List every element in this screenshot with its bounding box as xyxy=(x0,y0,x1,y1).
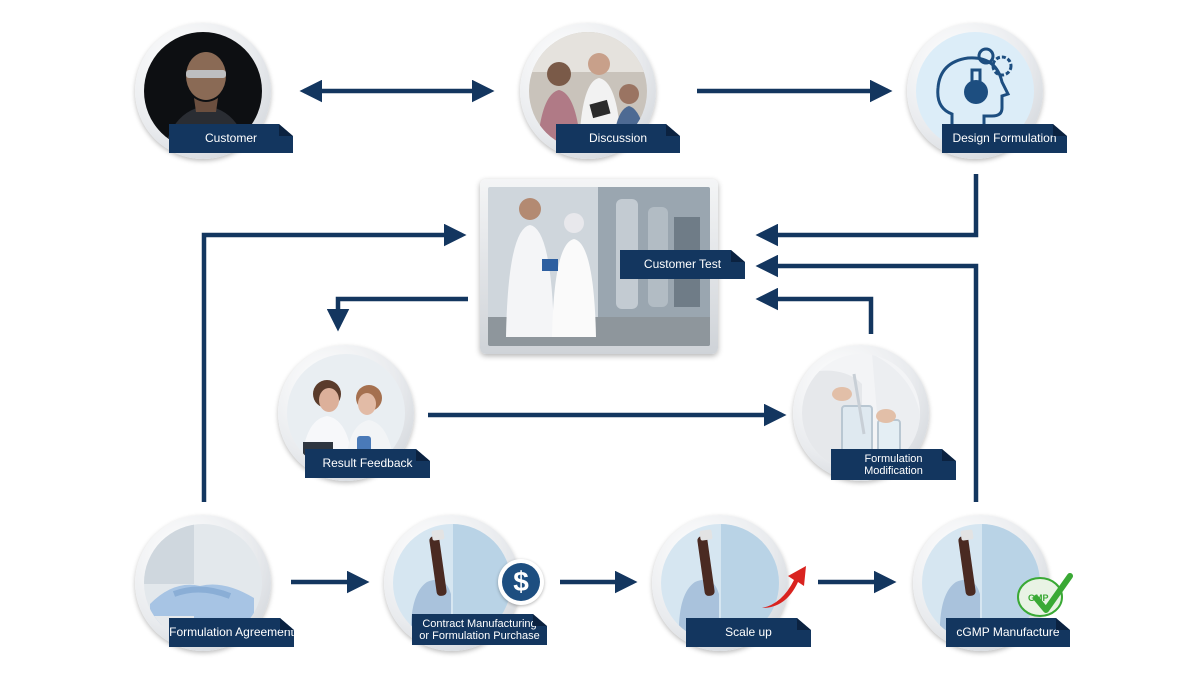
node-customer-test xyxy=(480,179,718,354)
arrow-agreement-test xyxy=(201,223,467,502)
arrow-modification-test xyxy=(755,287,874,334)
scale-up-arrow-icon xyxy=(762,566,806,608)
arrow-test-feedback xyxy=(326,296,468,332)
head-silhouette-icon xyxy=(936,56,1011,130)
label-discussion: Discussion xyxy=(556,124,680,153)
gmp-certified-seal-icon: GMP xyxy=(1017,573,1073,617)
arrow-design-test xyxy=(755,174,979,247)
label-result-feedback: Result Feedback xyxy=(305,449,430,478)
node-design xyxy=(907,23,1043,159)
dollar-coin-icon: $ xyxy=(498,559,544,605)
label-customer-test: Customer Test xyxy=(620,250,745,279)
label-design-formulation: Design Formulation xyxy=(942,124,1067,153)
label-formulation-agreement: Formulation Agreement xyxy=(169,618,294,647)
label-formulation-modification: Formulation Modification xyxy=(831,449,956,480)
arrow-cgmp-test xyxy=(755,254,979,502)
label-customer: Customer xyxy=(169,124,293,153)
label-contract-manufacturing: Contract Manufacturing or Formulation Pu… xyxy=(412,614,547,645)
label-cgmp-manufacture: cGMP Manufacture xyxy=(946,618,1070,647)
label-scale-up: Scale up xyxy=(686,618,811,647)
